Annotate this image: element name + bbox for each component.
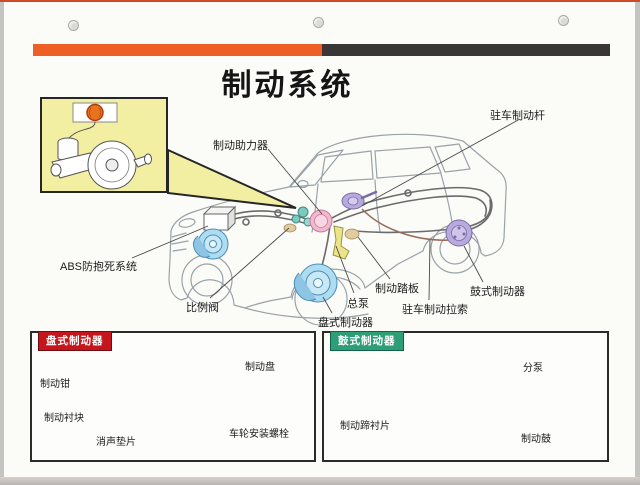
booster-inset-box xyxy=(40,97,168,193)
label-disc-brake: 盘式制动器 xyxy=(318,317,373,329)
label-pads: 制动衬块 xyxy=(44,413,84,424)
label-wheel-cylinder: 分泵 xyxy=(523,363,543,374)
accent-bar-dark xyxy=(322,44,610,56)
drum-brake-panel: 鼓式制动器 xyxy=(322,331,609,462)
label-brake-pedal: 制动踏板 xyxy=(375,283,419,295)
binder-hole-icon xyxy=(68,20,79,31)
label-abs-system: ABS防抱死系统 xyxy=(60,261,138,273)
scan-bottom-shadow xyxy=(0,477,640,485)
label-shoe-lining: 制动蹄衬片 xyxy=(340,421,390,432)
label-proportioning-valve: 比例阀 xyxy=(186,302,219,314)
binder-hole-icon xyxy=(558,15,569,26)
accent-bar-orange xyxy=(33,44,322,56)
disc-brake-badge: 盘式制动器 xyxy=(38,331,112,351)
label-shim: 消声垫片 xyxy=(96,437,136,448)
label-rotor: 制动盘 xyxy=(245,362,275,373)
label-caliper: 制动钳 xyxy=(40,379,70,390)
header-accent-bar xyxy=(33,44,610,56)
binder-hole-icon xyxy=(313,17,324,28)
label-brake-booster: 制动助力器 xyxy=(213,140,268,152)
label-master-cylinder: 总泵 xyxy=(347,298,369,310)
page-title: 制动系统 xyxy=(221,69,354,102)
label-drum: 制动鼓 xyxy=(521,434,551,445)
label-drum-brake: 鼓式制动器 xyxy=(470,286,525,298)
label-wheel-bolts: 车轮安装螺栓 xyxy=(229,429,289,440)
drum-brake-badge: 鼓式制动器 xyxy=(330,331,404,351)
label-parking-brake-cable: 驻车制动拉索 xyxy=(402,304,468,316)
page-top-edge xyxy=(0,0,640,2)
label-parking-brake-lever: 驻车制动杆 xyxy=(490,110,545,122)
disc-brake-panel: 盘式制动器 xyxy=(30,331,316,462)
